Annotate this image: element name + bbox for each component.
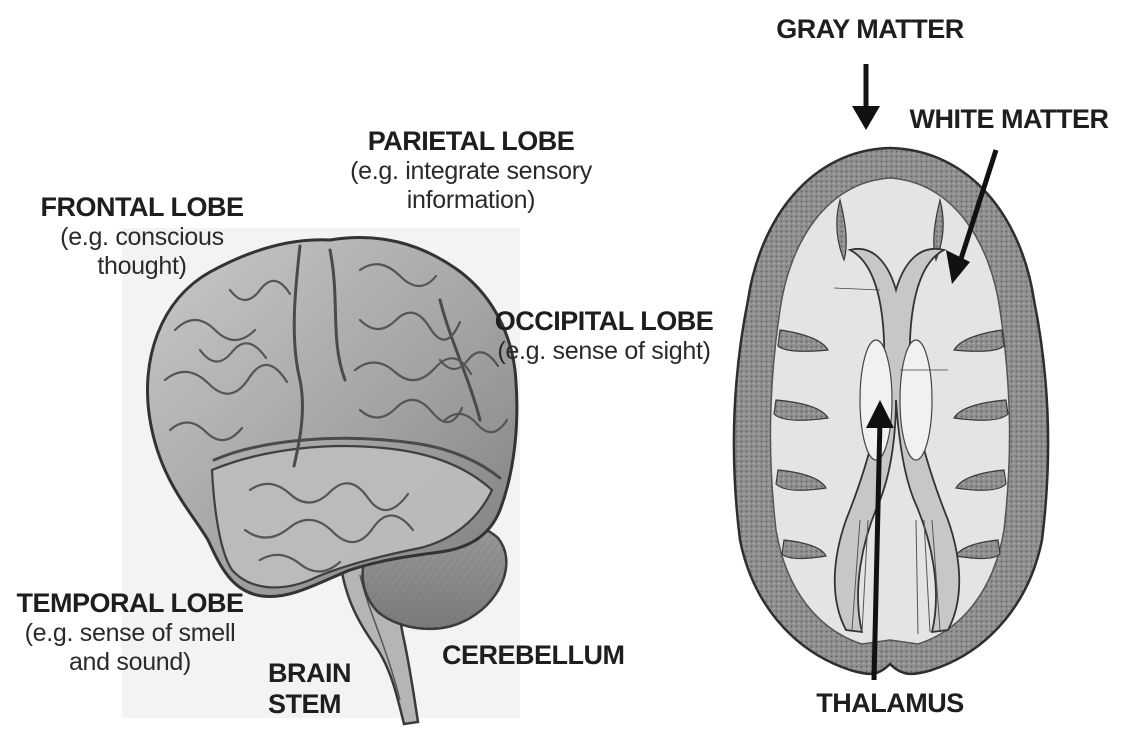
gray-matter-label: GRAY MATTER	[770, 14, 970, 45]
thalamus-title: THALAMUS	[800, 688, 980, 719]
thalamus-body-left	[860, 340, 892, 460]
thalamus-label: THALAMUS	[800, 688, 980, 719]
white-matter-title: WHITE MATTER	[904, 104, 1114, 135]
gray-matter-title: GRAY MATTER	[770, 14, 970, 45]
white-matter-label: WHITE MATTER	[904, 104, 1114, 135]
thalamus-body-right	[900, 340, 932, 460]
